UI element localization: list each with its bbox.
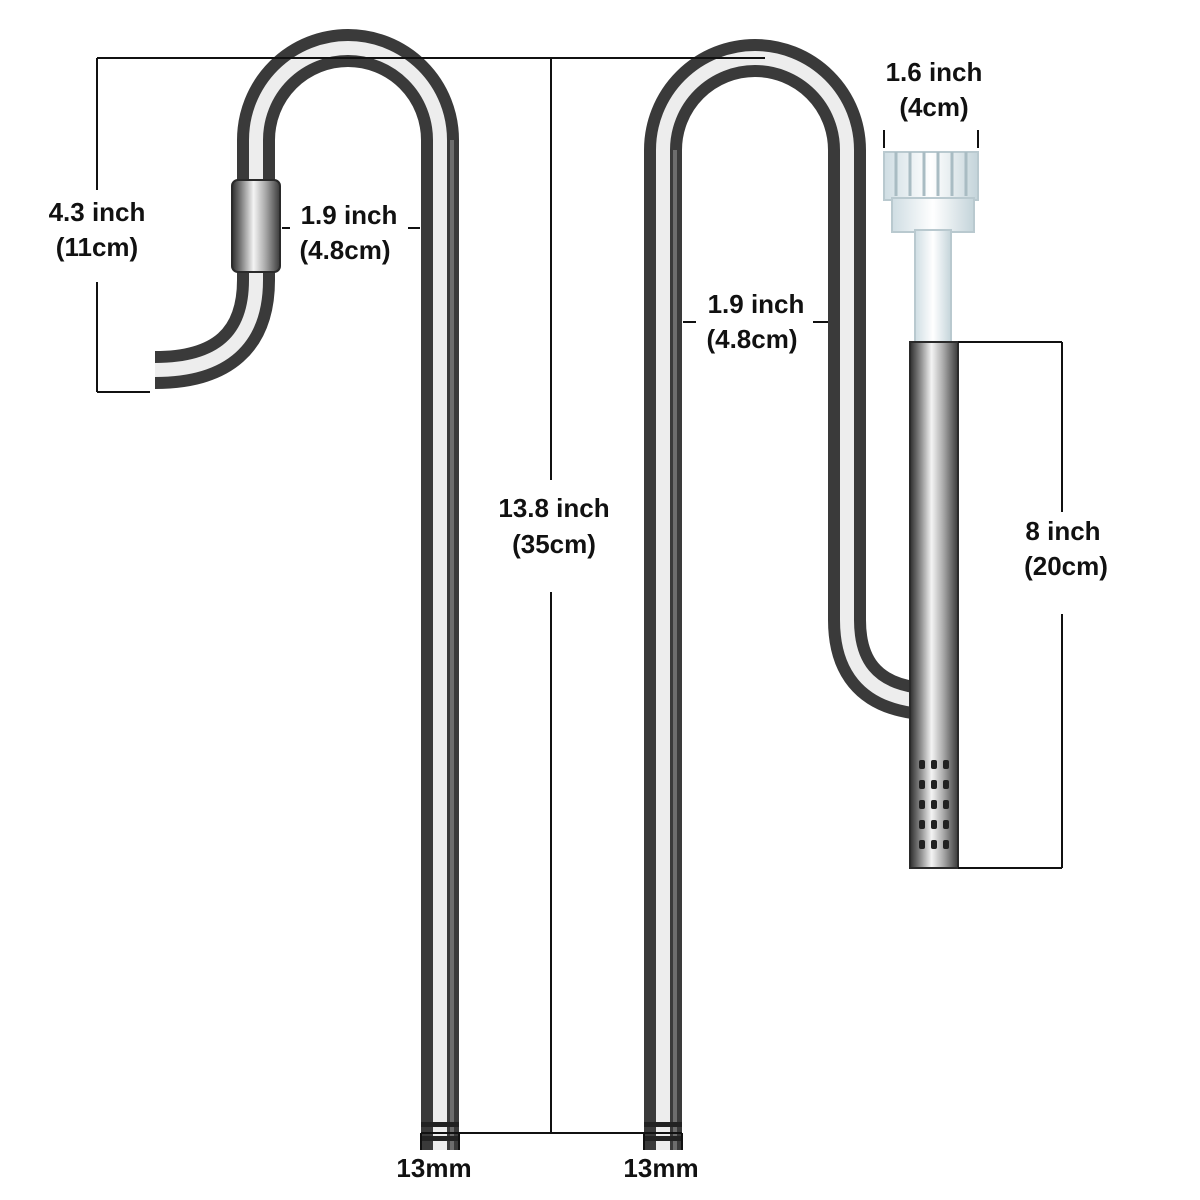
- hook-height-cm-label: (11cm): [56, 232, 138, 262]
- inflow-end-ring-1: [421, 1122, 459, 1127]
- inflow-pipe-icon: [154, 29, 459, 1150]
- skimmer-length-cm-label: (20cm): [1024, 551, 1108, 581]
- inflow-end-ring-2: [421, 1136, 459, 1141]
- outflow-pipe-highlight: [656, 51, 915, 1150]
- skimmer-length-inch-label: 8 inch: [1025, 516, 1100, 546]
- outflow-width-inch-label: 1.9 inch: [708, 289, 805, 319]
- inflow-width-inch-label: 1.9 inch: [301, 200, 398, 230]
- dimension-lines: [96, 57, 1063, 1150]
- outflow-end-ring-1: [644, 1122, 682, 1127]
- inflow-pipe-highlight: [154, 41, 447, 1150]
- inflow-width-cm-label: (4.8cm): [299, 235, 390, 265]
- outflow-diameter-label: 13mm: [623, 1153, 698, 1183]
- skimmer-body: [909, 341, 959, 869]
- total-height-cm-label: (35cm): [512, 529, 596, 559]
- inflow-diameter-label: 13mm: [396, 1153, 471, 1183]
- skimmer-head-icon: [883, 151, 979, 343]
- outflow-pipe-icon: [644, 39, 979, 1150]
- outflow-width-cm-label: (4.8cm): [706, 324, 797, 354]
- skimmer-width-inch-label: 1.6 inch: [886, 57, 983, 87]
- outflow-pipe-body: [644, 39, 917, 1150]
- skimmer-perforations: [919, 760, 949, 849]
- total-height-inch-label: 13.8 inch: [498, 493, 609, 523]
- outflow-end-ring-2: [644, 1136, 682, 1141]
- skimmer-width-cm-label: (4cm): [899, 92, 968, 122]
- hook-height-inch-label: 4.3 inch: [49, 197, 146, 227]
- inflow-coupler: [231, 179, 281, 273]
